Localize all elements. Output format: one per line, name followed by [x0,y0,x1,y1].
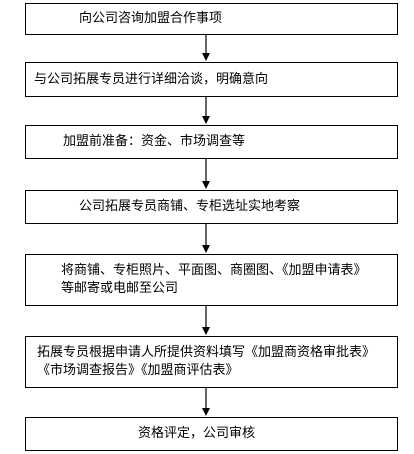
flow-step-6: 拓展专员根据申请人所提供资料填写《加盟商资格审批表》《市场调查报告》《加盟商评估… [25,336,398,388]
flow-step-6-text: 拓展专员根据申请人所提供资料填写《加盟商资格审批表》《市场调查报告》《加盟商评估… [37,345,376,378]
flow-step-1: 向公司咨询加盟合作事项 [25,3,398,35]
flow-step-4: 公司拓展专员商铺、专柜选址实地考察 [25,190,398,224]
flow-step-7-text: 资格评定，公司审核 [138,426,256,441]
flow-step-3-text: 加盟前准备：资金、市场调查等 [63,134,246,149]
flow-step-2: 与公司拓展专员进行详细洽谈，明确意向 [25,62,398,97]
flow-step-5: 将商铺、专柜照片、平面图、商圈图、《加盟申请表》等邮寄或电邮至公司 [25,254,398,306]
flow-step-2-text: 与公司拓展专员进行详细洽谈，明确意向 [34,71,269,87]
flow-step-1-text: 向公司咨询加盟合作事项 [79,11,223,26]
flow-step-4-text: 公司拓展专员商铺、专柜选址实地考察 [79,199,301,214]
flow-step-5-text: 将商铺、专柜照片、平面图、商圈图、《加盟申请表》等邮寄或电邮至公司 [61,263,367,296]
flow-step-3: 加盟前准备：资金、市场调查等 [25,125,398,159]
flow-step-7: 资格评定，公司审核 [25,417,398,451]
